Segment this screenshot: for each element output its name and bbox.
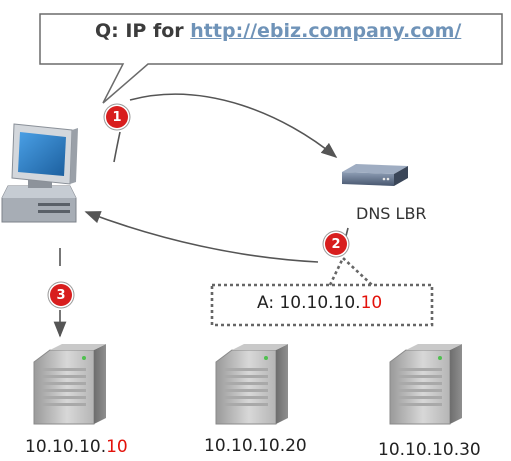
server-1-ip-highlight: 10	[106, 437, 128, 457]
question-callout	[39, 13, 503, 104]
step-2-marker: 2	[325, 233, 347, 255]
answer-text: A: 10.10.10.10	[257, 293, 382, 313]
server-1-icon	[33, 343, 107, 425]
answer-box	[210, 283, 434, 327]
client-computer-icon	[1, 123, 78, 223]
answer-highlight: 10	[360, 293, 383, 313]
response-arrow	[84, 211, 319, 263]
query-arrow	[129, 93, 338, 159]
server-1-ip-prefix: 10.10.10.	[25, 437, 107, 457]
server-2-ip: 10.10.10.20	[204, 436, 307, 456]
server-1-label: 10.10.10.10	[25, 437, 128, 457]
question-text: Q: IP for http://ebiz.company.com/	[95, 20, 461, 42]
dns-lbr-device-icon	[342, 164, 408, 186]
server-2-label: 10.10.10.20	[204, 436, 307, 456]
server-3-icon	[389, 343, 463, 425]
answer-callout-pointer	[328, 255, 373, 286]
step-1-marker: 1	[106, 106, 128, 128]
question-url-link[interactable]: http://ebiz.company.com/	[190, 20, 462, 42]
answer-prefix: A: 10.10.10.	[257, 293, 361, 313]
server-3-ip: 10.10.10.30	[378, 440, 481, 460]
server-3-label: 10.10.10.30	[378, 440, 481, 460]
step-3-marker: 3	[50, 284, 72, 306]
query-line	[113, 131, 121, 163]
server-2-icon	[215, 343, 289, 425]
dns-lbr-label: DNS LBR	[356, 204, 427, 223]
question-prefix: Q: IP for	[95, 20, 191, 42]
